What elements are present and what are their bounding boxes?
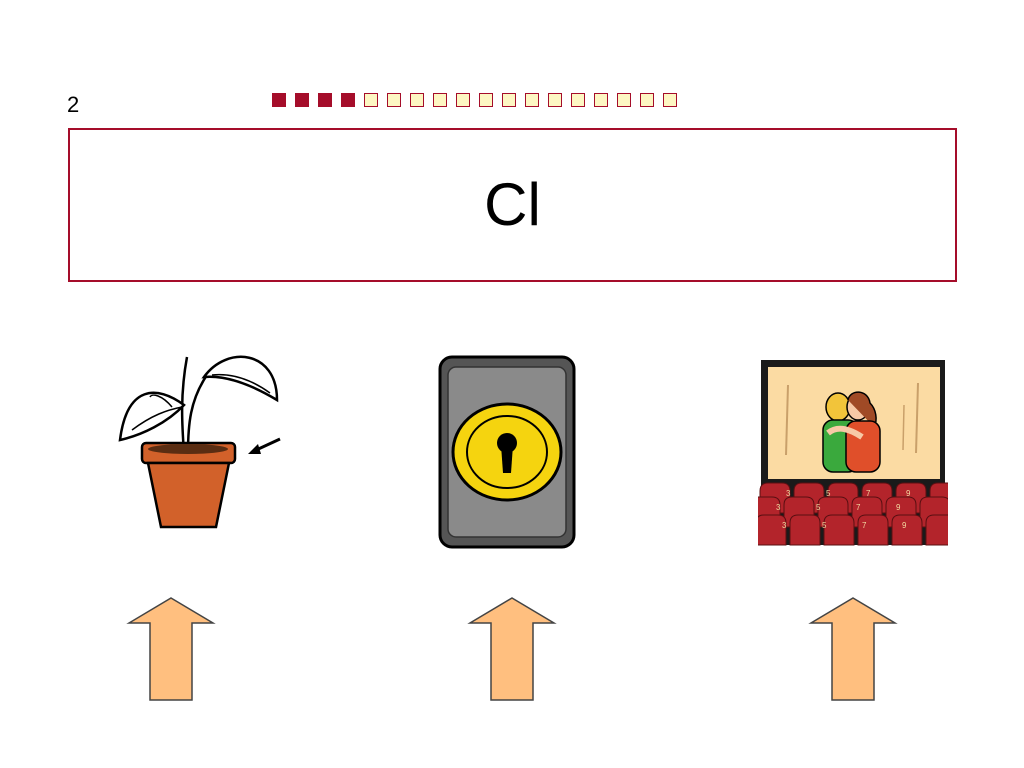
- progress-square-pending: [456, 93, 470, 107]
- progress-square-completed: [318, 93, 332, 107]
- cinema-seat: [891, 514, 923, 546]
- seat-number: 5: [826, 489, 831, 498]
- up-arrow-icon: [126, 597, 216, 701]
- progress-square-pending: [617, 93, 631, 107]
- select-arrow-button-2[interactable]: [467, 596, 557, 702]
- cinema-couple-hug-picture: 3 5 7 9 3 5 7 9 3 5 7 9: [758, 360, 948, 546]
- seat-number: 7: [856, 503, 861, 512]
- target-word: Cl: [484, 171, 541, 238]
- progress-square-completed: [272, 93, 286, 107]
- progress-square-pending: [525, 93, 539, 107]
- up-arrow-icon: [467, 597, 557, 701]
- keyhole-lock-picture: [438, 355, 576, 549]
- seat-number: 3: [782, 521, 787, 530]
- page-number: 2: [67, 92, 80, 117]
- cinema-seat: [925, 514, 948, 546]
- cinema-seat: [857, 514, 889, 546]
- progress-square-pending: [640, 93, 654, 107]
- up-arrow-icon: [808, 597, 898, 701]
- cinema-seat: [758, 514, 787, 546]
- seat-number: 9: [906, 489, 911, 498]
- left-arrow-icon: [248, 437, 281, 454]
- seat-number: 3: [786, 489, 791, 498]
- progress-square-pending: [663, 93, 677, 107]
- progress-square-pending: [364, 93, 378, 107]
- progress-square-completed: [341, 93, 355, 107]
- plant-pot-picture: [118, 355, 281, 529]
- cinema-seat: [789, 514, 821, 546]
- seat-number: 7: [866, 489, 871, 498]
- progress-square-pending: [433, 93, 447, 107]
- choice-picture-lock: [412, 345, 602, 550]
- select-arrow-button-3[interactable]: [808, 596, 898, 702]
- seat-number: 3: [776, 503, 781, 512]
- choice-picture-plant: [112, 345, 302, 550]
- cinema-seat: [823, 514, 855, 546]
- progress-square-pending: [502, 93, 516, 107]
- seat-number: 5: [822, 521, 827, 530]
- seat-number: 7: [862, 521, 867, 530]
- select-arrow-button-1[interactable]: [126, 596, 216, 702]
- progress-square-pending: [594, 93, 608, 107]
- progress-square-pending: [410, 93, 424, 107]
- progress-square-completed: [295, 93, 309, 107]
- word-box: Cl: [68, 128, 957, 282]
- choice-picture-cinema: 3 5 7 9 3 5 7 9 3 5 7 9: [758, 345, 948, 550]
- seat-number: 9: [902, 521, 907, 530]
- progress-square-pending: [479, 93, 493, 107]
- seat-number: 9: [896, 503, 901, 512]
- progress-indicator: [272, 93, 686, 107]
- progress-square-pending: [387, 93, 401, 107]
- keyhole-icon: [497, 433, 517, 473]
- seat-number: 5: [816, 503, 821, 512]
- progress-square-pending: [548, 93, 562, 107]
- progress-square-pending: [571, 93, 585, 107]
